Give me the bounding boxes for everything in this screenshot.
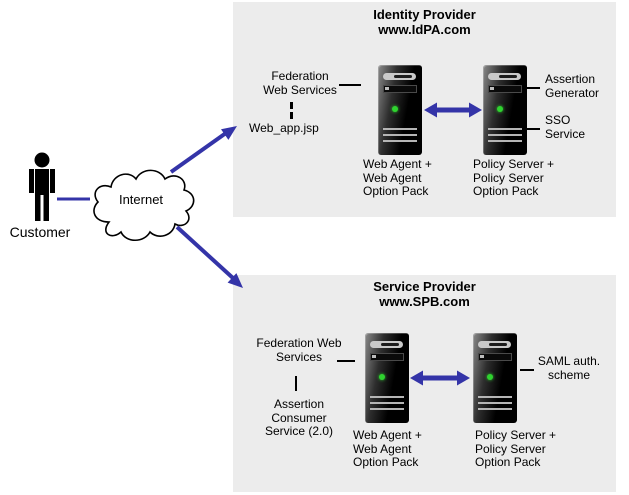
sp-web-agent-caption: Web Agent + Web Agent Option Pack <box>353 428 422 469</box>
sp-policy-server-caption: Policy Server + Policy Server Option Pac… <box>475 428 557 469</box>
vents-icon <box>488 128 522 146</box>
idp-sso-service-label: SSO Service <box>545 113 586 141</box>
sp-saml-connector-dash <box>520 369 534 371</box>
floppy-drive-icon <box>488 85 522 93</box>
cd-drive-icon <box>370 341 403 348</box>
service-provider-title-line1: Service Provider <box>373 279 476 294</box>
identity-provider-panel: Identity Provider www.IdPA.com Federatio… <box>233 2 616 217</box>
sp-federation-connector-dash <box>337 360 355 362</box>
idp-bidirectional-arrow-icon <box>424 102 482 118</box>
idp-federation-web-services-label: Federation Web Services <box>263 69 337 97</box>
customer-person-icon <box>29 152 55 221</box>
idp-policy-server-icon <box>483 65 527 155</box>
floppy-drive-icon <box>383 85 417 93</box>
floppy-drive-icon <box>370 353 404 361</box>
sp-vertical-connector-line <box>295 376 297 391</box>
vents-icon <box>478 396 512 414</box>
identity-provider-title: Identity Provider www.IdPA.com <box>233 7 616 37</box>
floppy-drive-icon <box>478 353 512 361</box>
vents-icon <box>370 396 404 414</box>
cd-drive-icon <box>383 73 416 80</box>
sp-federation-web-services-label: Federation Web Services <box>256 336 342 364</box>
customer-label: Customer <box>9 224 71 240</box>
power-led-icon <box>379 374 385 380</box>
idp-sso-service-connector-dash <box>527 128 540 130</box>
idp-web-agent-caption: Web Agent + Web Agent Option Pack <box>363 157 432 198</box>
idp-web-app-jsp-label: Web_app.jsp <box>249 121 319 135</box>
service-provider-title-line2: www.SPB.com <box>379 294 470 309</box>
internet-label: Internet <box>118 192 164 207</box>
cd-drive-icon <box>488 73 521 80</box>
idp-policy-server-caption: Policy Server + Policy Server Option Pac… <box>473 157 555 198</box>
power-led-icon <box>497 106 503 112</box>
idp-web-agent-server-icon <box>378 65 422 155</box>
power-led-icon <box>487 374 493 380</box>
sp-assertion-consumer-service-label: Assertion Consumer Service (2.0) <box>264 397 334 438</box>
cd-drive-icon <box>478 341 511 348</box>
sp-policy-server-icon <box>473 333 517 423</box>
internet-cloud-icon <box>93 169 195 242</box>
power-led-icon <box>392 106 398 112</box>
identity-provider-title-line1: Identity Provider <box>373 7 476 22</box>
identity-provider-title-line2: www.IdPA.com <box>378 22 471 37</box>
service-provider-title: Service Provider www.SPB.com <box>233 279 616 309</box>
sp-saml-auth-scheme-label: SAML auth. scheme <box>537 354 601 382</box>
idp-federation-connector-dash <box>339 84 361 86</box>
service-provider-panel: Service Provider www.SPB.com Federation … <box>233 275 616 492</box>
vents-icon <box>383 128 417 146</box>
idp-assertion-generator-connector-dash <box>527 87 540 89</box>
sp-web-agent-server-icon <box>365 333 409 423</box>
sp-bidirectional-arrow-icon <box>410 370 470 386</box>
idp-assertion-generator-label: Assertion Generator <box>545 72 600 100</box>
